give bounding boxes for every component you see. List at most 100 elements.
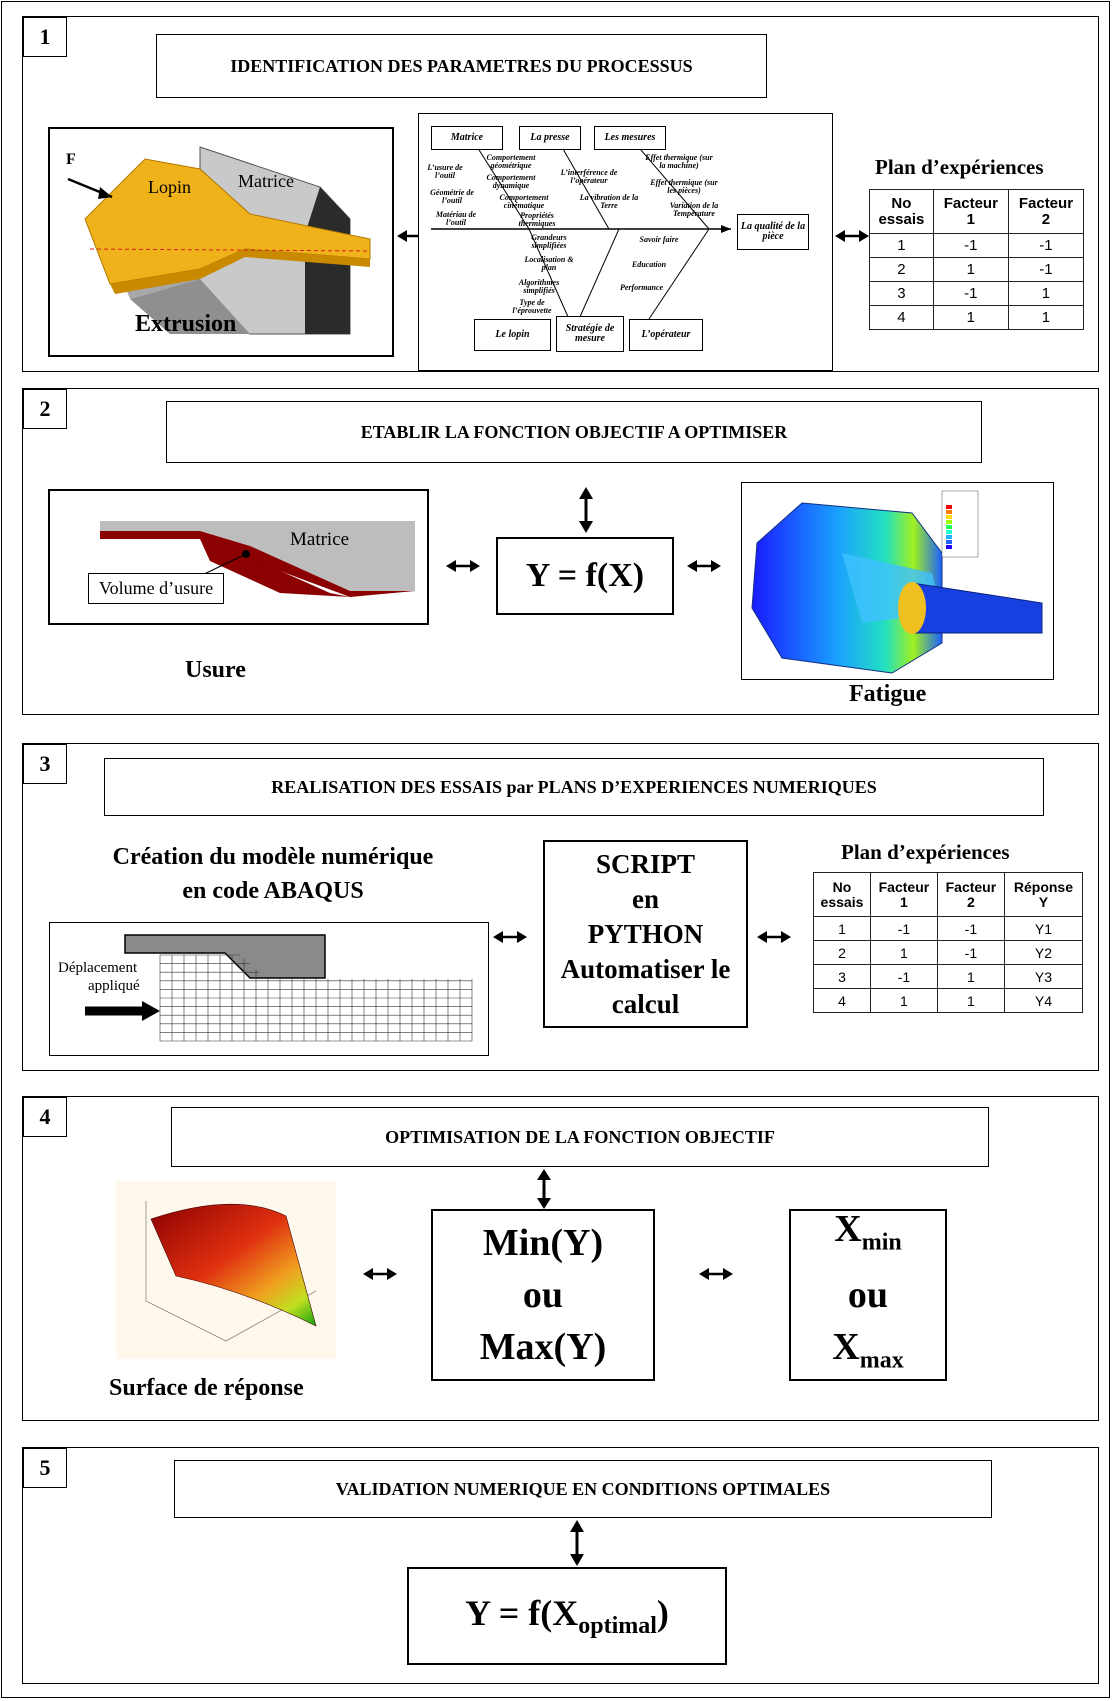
section-title: IDENTIFICATION DES PARAMETRES DU PROCESS… [156, 34, 767, 98]
category-mesures: Les mesures [594, 126, 666, 150]
x-max: Xmax [832, 1326, 904, 1374]
category-presse: La presse [519, 126, 581, 150]
lopin-label: Lopin [148, 177, 191, 197]
cause: Grandeurs simplifiées [531, 233, 567, 251]
cause: Effet thermique (sur les pièces) [650, 178, 718, 196]
section-number: 5 [23, 1448, 67, 1488]
fatigue-label: Fatigue [849, 681, 927, 707]
double-arrow-icon [493, 931, 527, 943]
category-lopin: Le lopin [474, 319, 551, 351]
python-script-box: SCRIPT en PYTHON Automatiser le calcul [543, 840, 748, 1028]
cause: Variation de la Température [669, 201, 719, 219]
extrusion-label: Extrusion [135, 311, 237, 337]
section-2: 2 ETABLIR LA FONCTION OBJECTIF A OPTIMIS… [22, 388, 1099, 715]
cause: Type de l’éprouvette [512, 298, 552, 316]
cause: Performance [619, 283, 664, 292]
extrusion-illustration [67, 146, 371, 335]
section-number: 2 [23, 389, 67, 429]
extrusion-figure: F Lopin Matrice Extrusion [48, 127, 394, 357]
fatigue-figure [741, 482, 1054, 680]
section-title: REALISATION DES ESSAIS par PLANS D’EXPER… [104, 758, 1044, 816]
section-number: 4 [23, 1097, 67, 1137]
cause: L’usure de l’outil [427, 163, 463, 181]
min-max-box: Min(Y) ou Max(Y) [431, 1209, 655, 1381]
displacement-label: Déplacement appliqué [58, 960, 140, 994]
cause: Savoir faire [639, 235, 679, 244]
double-arrow-icon [446, 560, 480, 572]
objective-function-box: Y = f(X) [496, 537, 674, 615]
double-arrow-icon [757, 931, 791, 943]
surface-label: Surface de réponse [109, 1375, 304, 1401]
section-4: 4 OPTIMISATION DE LA FONCTION OBJECTIF S… [22, 1096, 1099, 1421]
section-5: 5 VALIDATION NUMERIQUE EN CONDITIONS OPT… [22, 1447, 1099, 1684]
cause: Algorithmes simplifiés [518, 278, 560, 296]
cause: L’interférence de l’opérateur [560, 168, 618, 186]
section-title: ETABLIR LA FONCTION OBJECTIF A OPTIMISER [166, 401, 982, 463]
usure-label: Usure [185, 657, 246, 683]
model-title: Création du modèle numérique en code ABA… [112, 844, 434, 904]
cause: Géométrie de l’outil [430, 188, 474, 206]
category-strategie: Stratégie de mesure [556, 316, 624, 352]
mesh-illustration [85, 934, 473, 1042]
equation: Y = f(X) [525, 557, 645, 594]
section-title: OPTIMISATION DE LA FONCTION OBJECTIF [171, 1107, 989, 1167]
section-number: 3 [23, 744, 67, 784]
section-number: 1 [23, 17, 67, 57]
double-arrow-icon [699, 1268, 733, 1280]
plan-title: Plan d’expériences [841, 840, 1010, 864]
volume-usure-label: Volume d’usure [88, 573, 225, 604]
cause: Localisation & plan [524, 255, 574, 273]
cause: Comportement dynamique [486, 173, 536, 191]
effect-box: La qualité de la pièce [737, 214, 809, 250]
response-surface-figure [116, 1181, 336, 1359]
category-operateur: L’opérateur [629, 319, 703, 351]
mesh-figure: Déplacement appliqué [49, 922, 489, 1056]
category-matrice: Matrice [431, 126, 503, 150]
double-arrow-icon [687, 560, 721, 572]
wear-figure: Matrice Volume d’usure [48, 489, 429, 625]
force-label: F [66, 151, 76, 168]
cause: Effet thermique (sur la machine) [645, 153, 713, 171]
table-row: 1-1-1 [869, 233, 1085, 258]
double-arrow-icon [363, 1268, 397, 1280]
cause: Comportement géométrique [486, 153, 536, 171]
cause: Matériau de l’outil [435, 210, 477, 228]
optimal-equation: Y = f(Xoptimal) [465, 1592, 669, 1640]
optimal-validation-box: Y = f(Xoptimal) [407, 1567, 727, 1665]
response-surface-illustration [145, 1201, 317, 1342]
matrice-label: Matrice [238, 171, 294, 191]
vertical-double-arrow-icon [579, 487, 593, 533]
cause: Comportement cinématique [499, 193, 549, 211]
double-arrow-icon [835, 230, 869, 242]
cause: Propriétés thermiques [518, 211, 556, 229]
cause: Education [631, 260, 667, 269]
vertical-double-arrow-icon [537, 1169, 551, 1209]
optimal-x-box: Xmin ou Xmax [789, 1208, 947, 1381]
section-1: 1 IDENTIFICATION DES PARAMETRES DU PROCE… [22, 16, 1099, 372]
plan-title: Plan d’expériences [875, 155, 1044, 179]
cause: La vibration de la Terre [579, 193, 639, 211]
x-min: Xmin [834, 1208, 902, 1256]
vertical-double-arrow-icon [570, 1520, 584, 1566]
section-title: VALIDATION NUMERIQUE EN CONDITIONS OPTIM… [174, 1460, 992, 1518]
matrice-label: Matrice [290, 529, 350, 550]
ishikawa-diagram: Matrice La presse Les mesures Le lopin S… [418, 113, 833, 371]
section-3: 3 REALISATION DES ESSAIS par PLANS D’EXP… [22, 743, 1099, 1071]
